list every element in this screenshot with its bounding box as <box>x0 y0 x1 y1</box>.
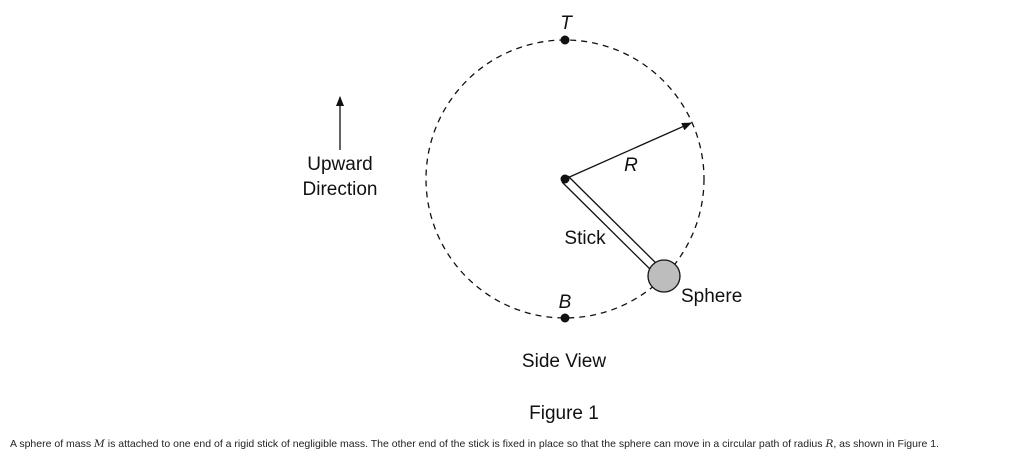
caption-part3: , as shown in Figure 1. <box>833 438 939 450</box>
figure-caption: A sphere of mass M is attached to one en… <box>10 437 1020 451</box>
stick-label: Stick <box>564 228 606 249</box>
mass-symbol: M <box>94 438 105 450</box>
top-point-label: T <box>560 13 573 34</box>
sphere <box>647 259 681 293</box>
arrow-right-icon <box>564 122 692 180</box>
caption-part1: A sphere of mass <box>10 438 95 450</box>
upward-label-line1: Upward <box>307 154 372 175</box>
radius-label: R <box>624 155 638 176</box>
side-view-label: Side View <box>522 351 606 372</box>
upward-label-line2: Direction <box>303 179 378 200</box>
bottom-point <box>560 313 570 323</box>
top-point <box>560 35 570 45</box>
caption-part2: is attached to one end of a rigid stick … <box>104 438 826 450</box>
figure-diagram: Upward Direction T B R Stick Sphere Side… <box>303 13 743 424</box>
sphere-label: Sphere <box>681 286 742 307</box>
figure-title: Figure 1 <box>529 403 599 424</box>
radius-symbol: R <box>825 438 834 450</box>
pivot-point <box>560 174 570 184</box>
bottom-point-label: B <box>559 292 572 313</box>
